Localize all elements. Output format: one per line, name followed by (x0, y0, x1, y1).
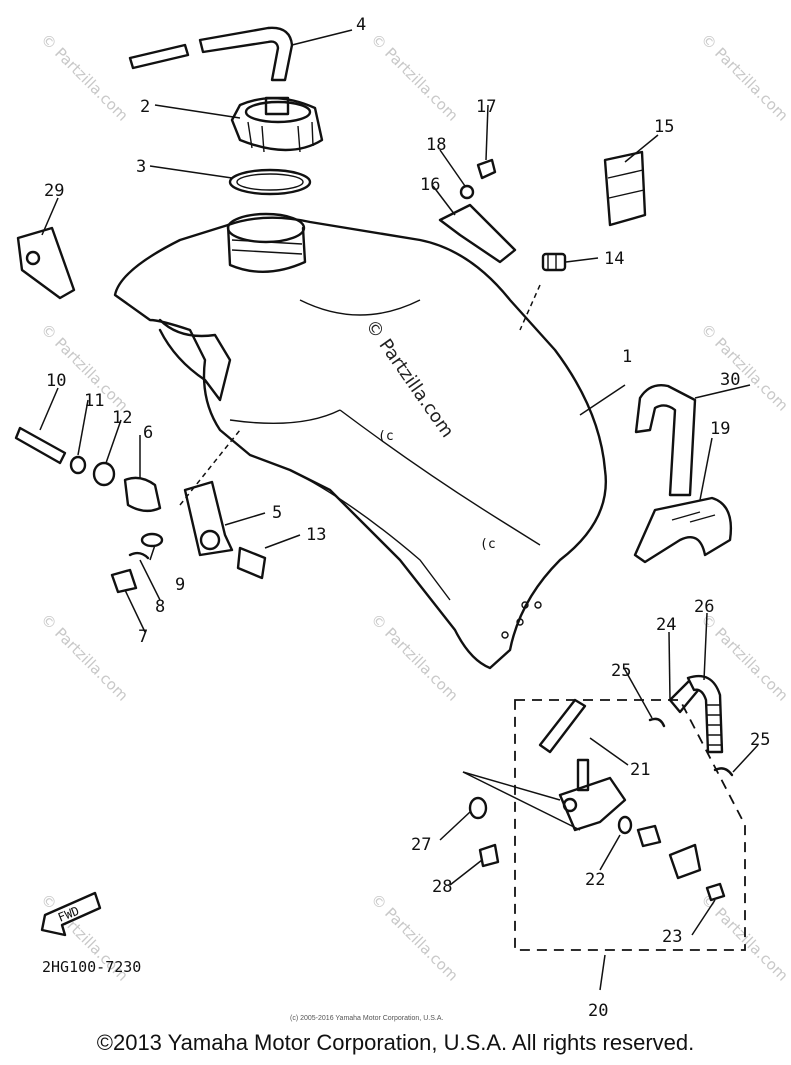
callout-22: 22 (585, 870, 605, 890)
fwd-arrow-icon: FWD (40, 891, 102, 937)
callout-6: 6 (143, 423, 153, 443)
part-3-cap-gasket (228, 168, 312, 196)
diagram-part-code: 2HG100-7230 (42, 958, 142, 976)
part-18-washer (459, 184, 475, 200)
callout-9: 9 (175, 575, 185, 595)
part-10-bolt (14, 426, 67, 465)
watermark: © Partzilla.com (697, 890, 791, 985)
part-26-fuel-hose (686, 674, 724, 754)
part-15-tank-pad (603, 150, 647, 227)
callout-17: 17 (476, 97, 496, 117)
part-20-petcock-assembly-outline (514, 699, 746, 951)
callout-18: 18 (426, 135, 446, 155)
watermark: © Partzilla.com (37, 610, 132, 705)
callout-23: 23 (662, 927, 682, 947)
part-27-washer (468, 796, 488, 820)
callout-25b: 25 (750, 730, 770, 750)
callout-labels: 1 2 3 4 5 6 7 8 9 10 11 12 13 14 15 16 1… (44, 15, 770, 1021)
part-28-bolt (478, 843, 500, 868)
part-14-bolt (541, 252, 567, 272)
part-6-damper (123, 476, 162, 513)
callout-1: 1 (622, 347, 632, 367)
part-8-clip (128, 551, 150, 560)
callout-29: 29 (44, 181, 64, 201)
part-1-fuel-tank: (c (c (113, 212, 607, 670)
part-4-breather-hose (128, 26, 294, 82)
watermark: © Partzilla.com (367, 610, 462, 705)
callout-3: 3 (136, 157, 146, 177)
part-17-screw (476, 158, 497, 180)
part-7-bolt (110, 568, 138, 594)
svg-text:(c: (c (480, 537, 496, 552)
leader-lines (39, 29, 759, 991)
watermark: © Partzilla.com (37, 30, 132, 125)
part-25-clip (713, 767, 734, 777)
part-13-collar (236, 546, 267, 580)
callout-13: 13 (306, 525, 326, 545)
small-copyright: (c) 2005-2016 Yamaha Motor Corporation, … (290, 1015, 444, 1022)
watermark: © Partzilla.com (367, 890, 462, 985)
part-11-collar (69, 455, 87, 475)
part-12-washer (92, 461, 116, 487)
callout-28: 28 (432, 877, 452, 897)
part-19-damper (633, 496, 733, 564)
part-16-bracket (438, 203, 517, 264)
petcock-body (558, 776, 627, 832)
callout-2: 2 (140, 97, 150, 117)
callout-4: 4 (356, 15, 366, 35)
part-29-bracket (16, 226, 76, 300)
watermark: © Partzilla.com (697, 320, 791, 415)
callout-7: 7 (138, 627, 148, 647)
svg-text:(c: (c (378, 429, 394, 444)
part-21-gasket (538, 698, 587, 754)
part-5-bracket (183, 480, 234, 557)
callout-24: 24 (656, 615, 676, 635)
callout-20: 20 (588, 1001, 608, 1021)
part-23-screw (705, 882, 726, 902)
callout-30: 30 (720, 370, 740, 390)
part-9-washer (140, 532, 164, 548)
watermark: © Partzilla.com (367, 30, 462, 125)
part-2-fuel-cap (230, 96, 324, 153)
callout-5: 5 (272, 503, 282, 523)
callout-16: 16 (420, 175, 440, 195)
part-30-tank-band (634, 384, 697, 497)
part-22-o-ring (617, 815, 633, 835)
callout-10: 10 (46, 371, 66, 391)
callout-11: 11 (84, 391, 104, 411)
watermark: © Partzilla.com (697, 30, 791, 125)
callout-19: 19 (710, 419, 730, 439)
copyright-footer: ©2013 Yamaha Motor Corporation, U.S.A. A… (96, 1030, 695, 1055)
callout-26: 26 (694, 597, 714, 617)
callout-12: 12 (112, 408, 132, 428)
callout-14: 14 (604, 249, 624, 269)
callout-8: 8 (155, 597, 165, 617)
callout-15: 15 (654, 117, 674, 137)
callout-27: 27 (411, 835, 431, 855)
part-25-clip (648, 717, 666, 728)
callout-25: 25 (611, 661, 631, 681)
callout-21: 21 (630, 760, 650, 780)
